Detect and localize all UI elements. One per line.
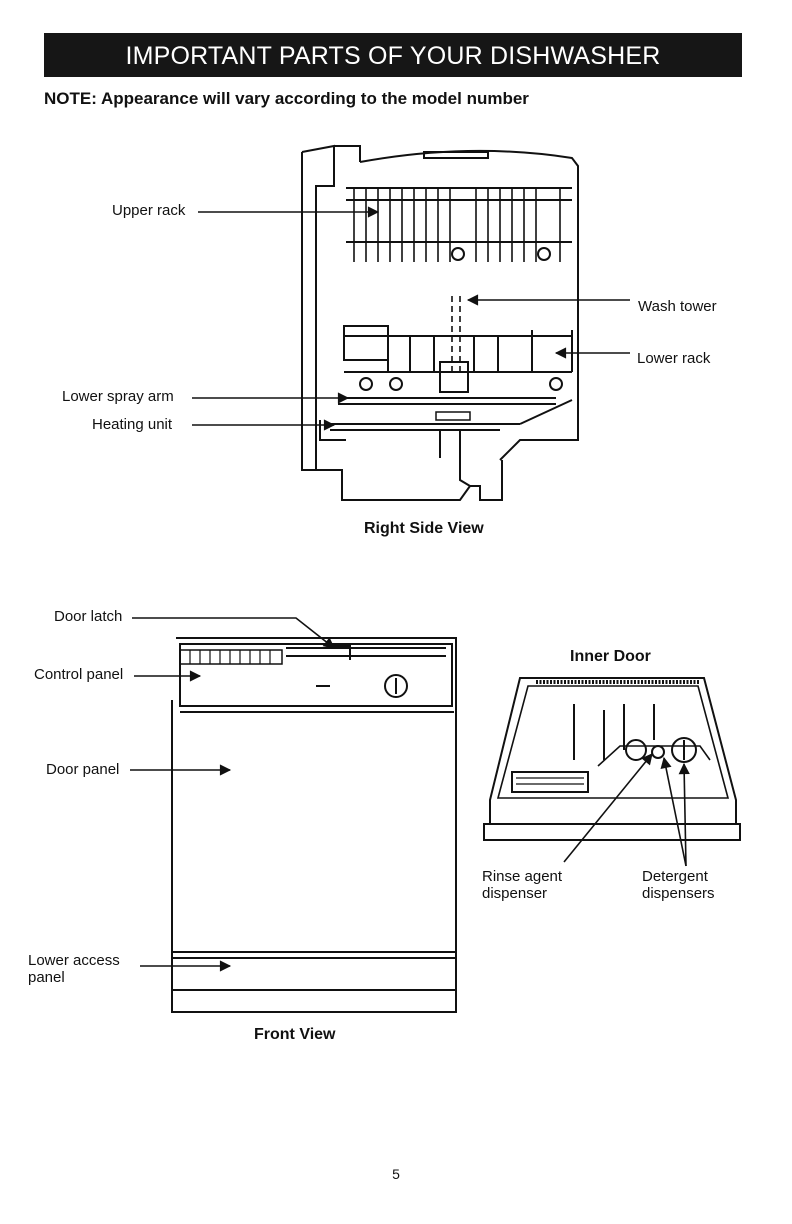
page-number: 5 — [0, 1166, 792, 1182]
side-view-caption: Right Side View — [364, 520, 484, 538]
lower-access-panel-label: Lower access panel — [28, 952, 120, 986]
lower-rack-label: Lower rack — [637, 350, 710, 367]
detergent-arrow-2 — [684, 764, 686, 866]
upper-rack-label: Upper rack — [112, 202, 185, 219]
door-latch-label: Door latch — [54, 608, 122, 625]
heating-unit-label: Heating unit — [92, 416, 172, 433]
wash-tower-label: Wash tower — [638, 298, 717, 315]
rinse-agent-arrow — [564, 754, 652, 862]
detergent-label: Detergent dispensers — [642, 868, 715, 902]
inner-door-drawing — [484, 678, 740, 840]
side-view-drawing — [302, 146, 578, 500]
control-panel-label: Control panel — [34, 666, 123, 683]
rinse-agent-label: Rinse agent dispenser — [482, 868, 562, 902]
front-view-drawing — [172, 638, 456, 1012]
inner-door-caption: Inner Door — [570, 648, 651, 666]
detergent-arrow-1 — [664, 758, 686, 866]
lower-spray-arm-label: Lower spray arm — [62, 388, 174, 405]
front-view-caption: Front View — [254, 1026, 336, 1044]
door-panel-label: Door panel — [46, 761, 119, 778]
